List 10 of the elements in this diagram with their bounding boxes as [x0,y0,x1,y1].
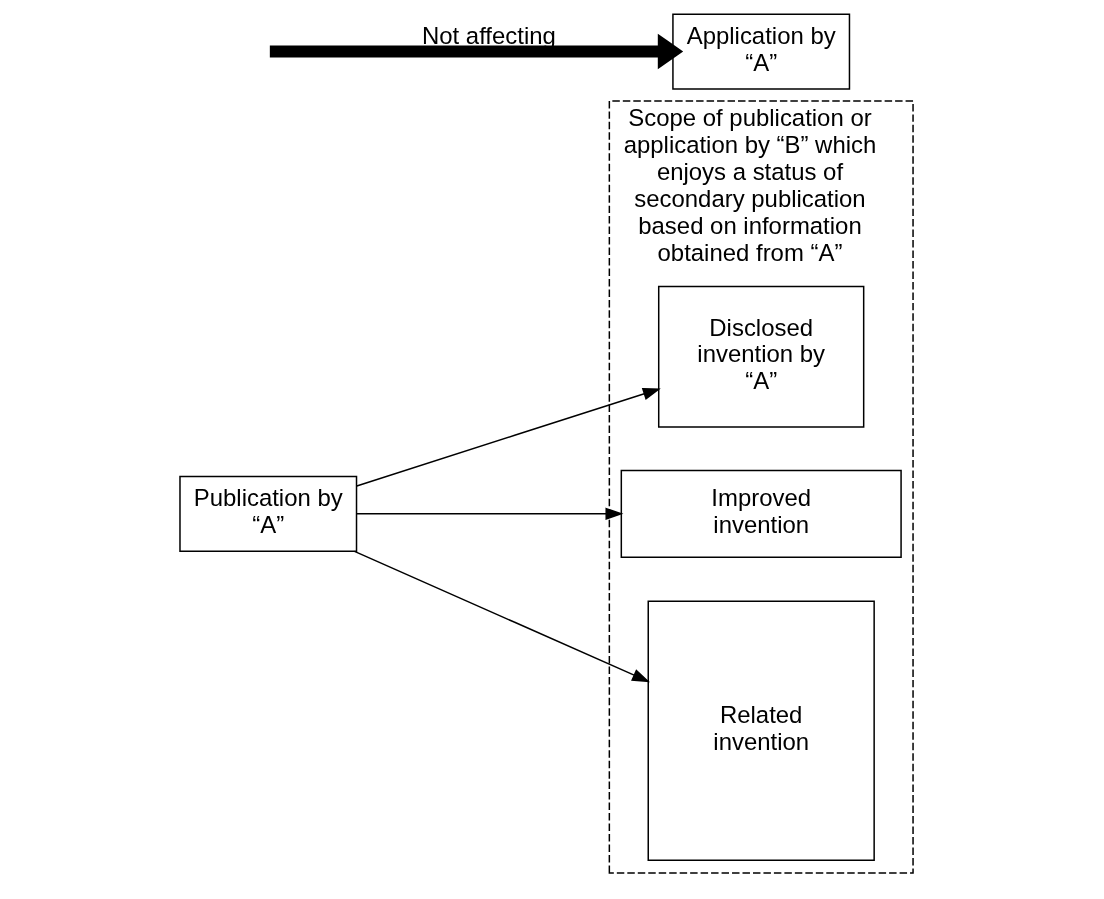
arrow [353,550,650,683]
arrow [355,387,661,487]
edge-label: Not affecting [421,21,556,49]
arrow [355,507,623,521]
node-box: Publication by “A” [178,475,357,552]
arrow [269,33,683,70]
node-box: Application by “A” [671,13,850,90]
node-box: Disclosed invention by “A” [657,285,864,428]
node-box: Related invention [647,600,875,861]
node-box: Improved invention [620,469,902,558]
